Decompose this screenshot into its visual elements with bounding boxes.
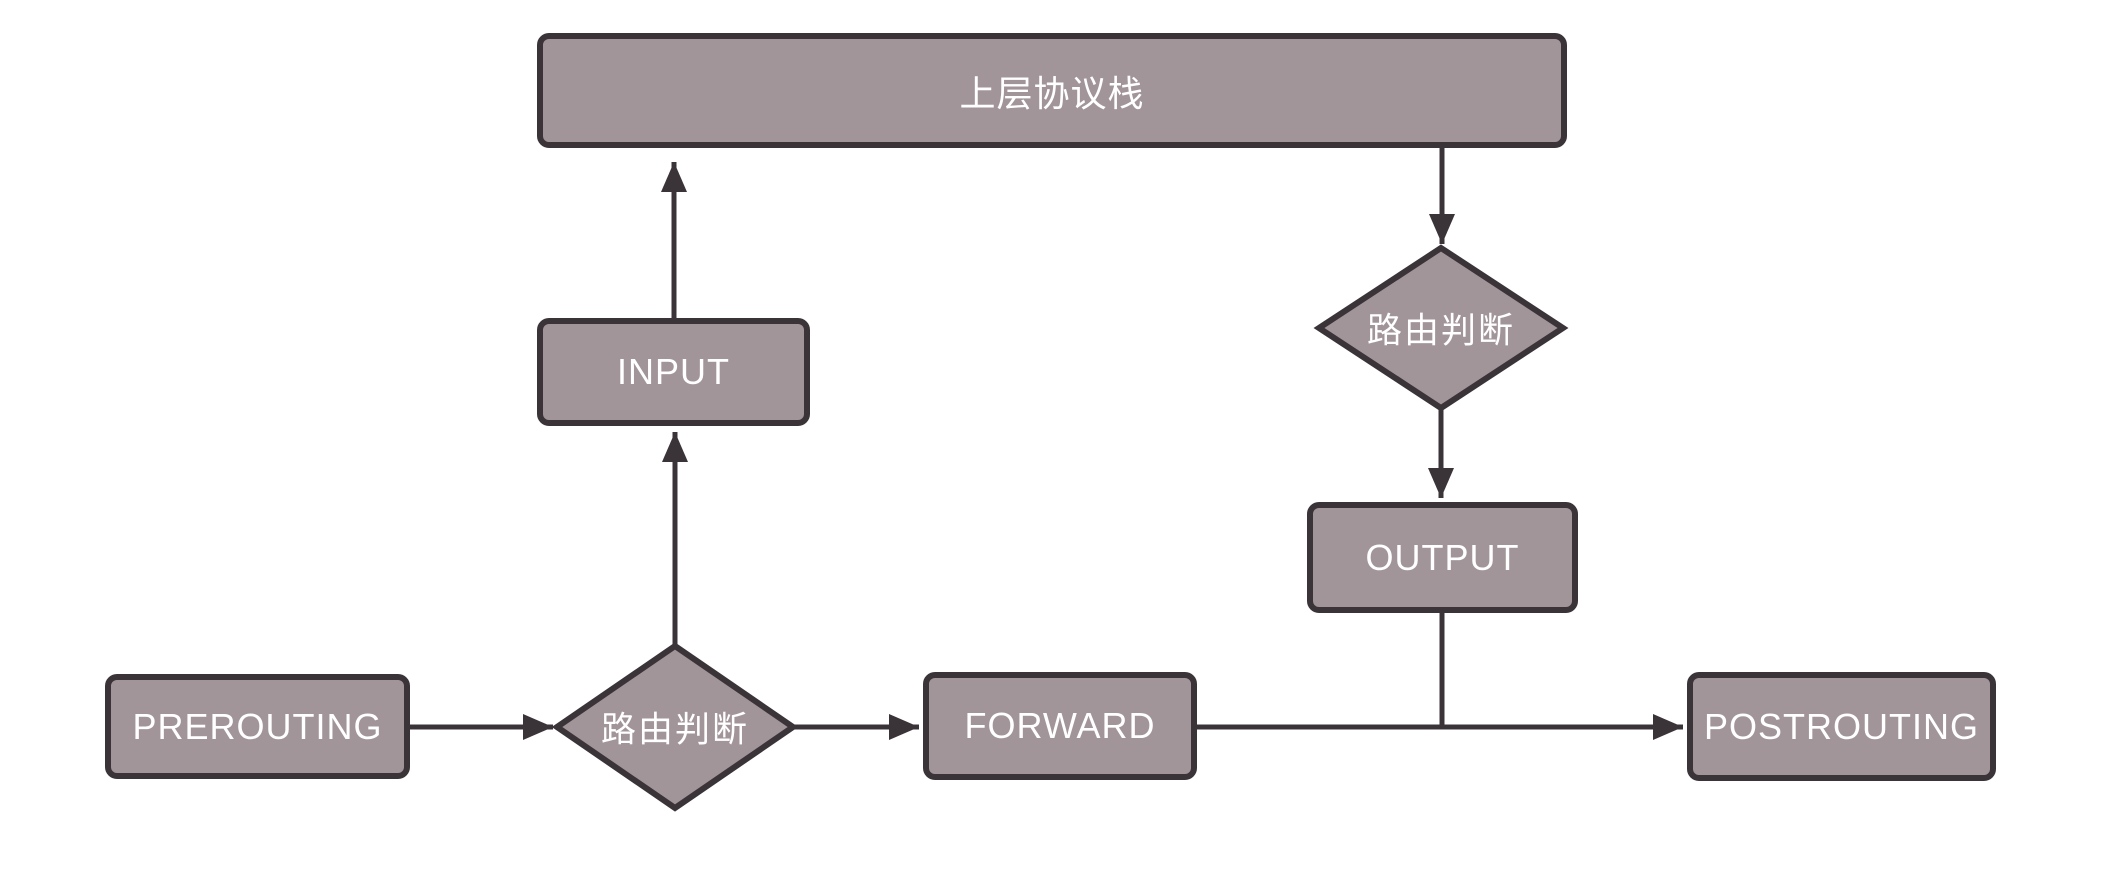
node-prerouting-label: PREROUTING <box>132 705 383 747</box>
node-postrouting: POSTROUTING <box>1687 672 1996 781</box>
node-output-label: OUTPUT <box>1365 536 1520 578</box>
node-output: OUTPUT <box>1307 502 1578 613</box>
routing-decision-bottom-label: 路由判断 <box>600 710 750 750</box>
routing-decision-right-label: 路由判断 <box>1366 311 1516 351</box>
node-forward: FORWARD <box>923 672 1197 780</box>
routing-decision-bottom-diamond <box>551 642 799 812</box>
node-protocol-stack: 上层协议栈 <box>537 33 1567 148</box>
node-forward-label: FORWARD <box>964 705 1156 746</box>
node-prerouting: PREROUTING <box>105 674 410 779</box>
node-protocol-stack-label: 上层协议栈 <box>959 72 1145 114</box>
routing-decision-right-diamond <box>1313 244 1569 412</box>
node-postrouting-label: POSTROUTING <box>1703 705 1979 747</box>
node-input-label: INPUT <box>617 351 730 392</box>
node-input: INPUT <box>537 318 810 426</box>
